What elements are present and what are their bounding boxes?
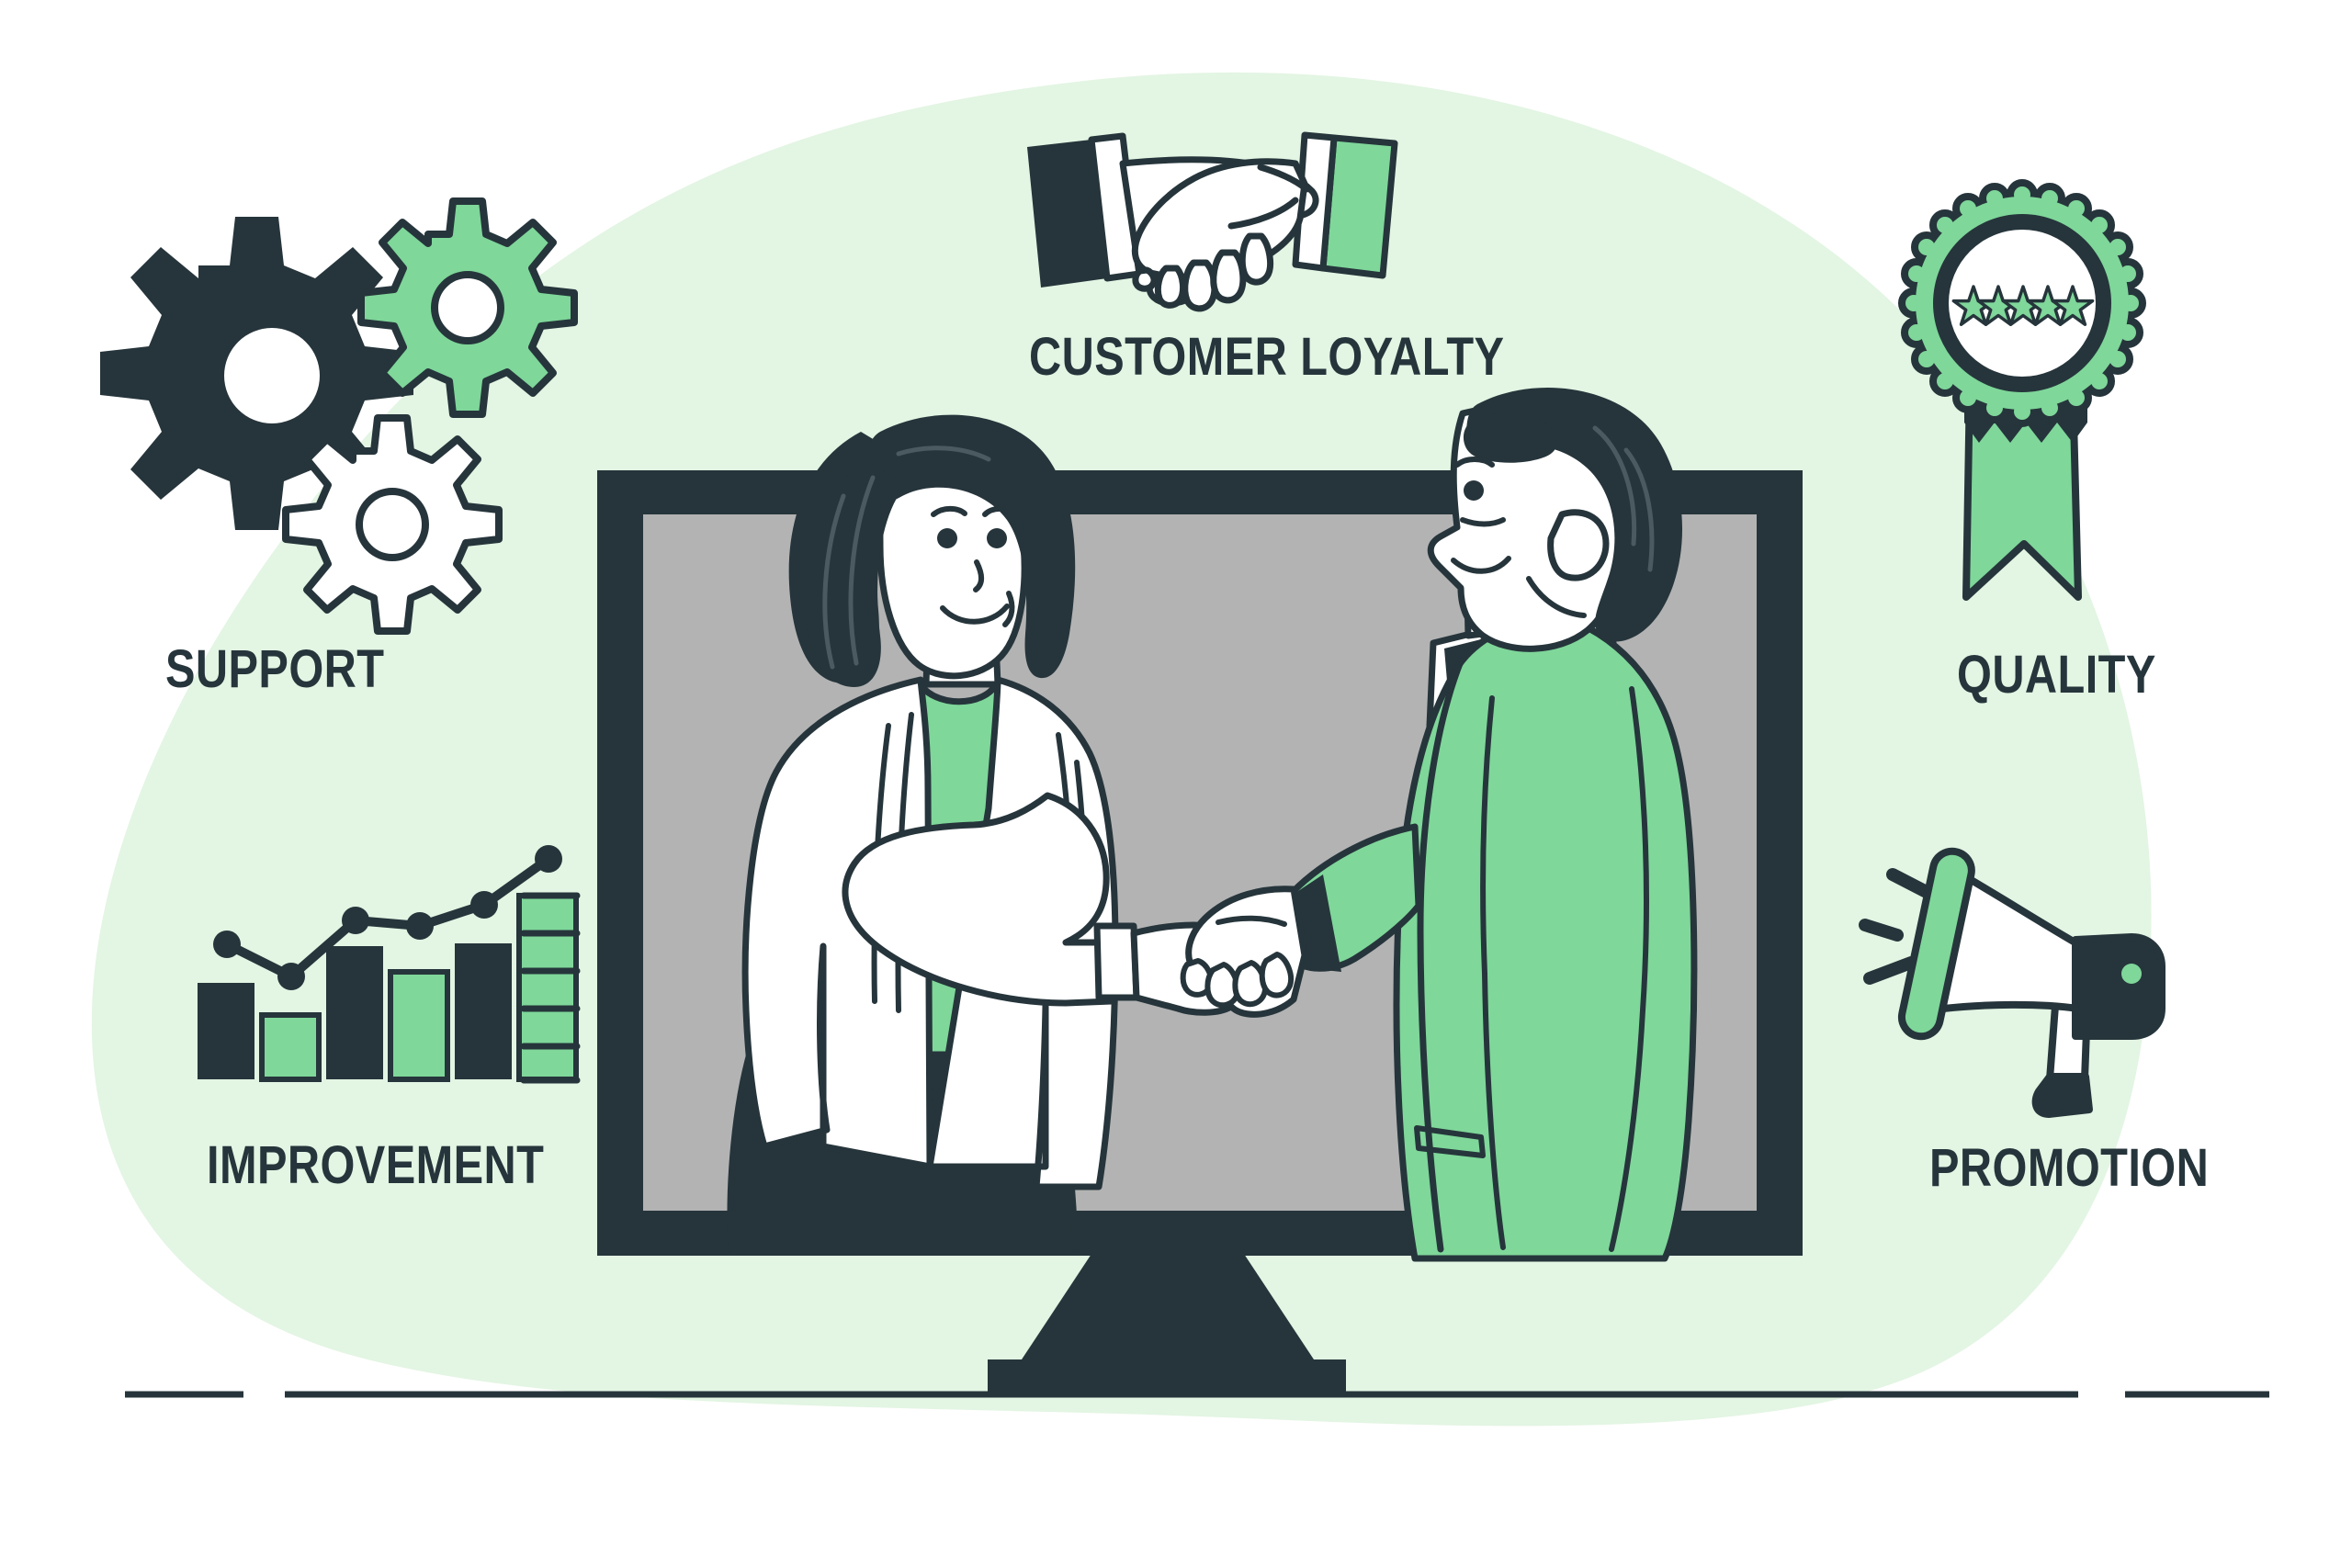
label-improvement: IMPROVEMENT	[207, 1135, 545, 1195]
monitor-base	[988, 1359, 1346, 1394]
rosette-star-5	[2051, 285, 2095, 326]
woman-chin-line	[1002, 591, 1015, 627]
chart-axis-ticks	[520, 892, 581, 1084]
label-customer-loyalty: CUSTOMER LOYALTY	[1029, 327, 1505, 387]
handshake-finger-5	[1238, 232, 1274, 286]
man-eye	[1464, 480, 1484, 501]
man-jacket-seam-2	[1482, 971, 1506, 1250]
chart-bar-4	[388, 969, 450, 1082]
monitor-stand	[1020, 1251, 1316, 1362]
gears-icon	[100, 197, 578, 635]
chart-point-4	[406, 912, 434, 940]
handshake-finger-4	[1210, 249, 1247, 304]
man-fingers	[1180, 952, 1294, 1009]
handshake-thumb-line	[1227, 197, 1299, 230]
woman-hair-left-sweep	[804, 459, 906, 687]
handshake-fingers	[1132, 232, 1274, 312]
chart-bar-6	[516, 893, 579, 1082]
award-rosette-icon	[1898, 179, 2146, 601]
chart-point-1	[213, 931, 241, 958]
woman-eye-right	[987, 528, 1007, 548]
label-quality: QUALITY	[1957, 645, 2156, 705]
man-finger-2	[1204, 962, 1240, 1009]
chart-point-6	[535, 845, 562, 873]
man-mouth	[1451, 556, 1511, 574]
man-jacket-pocket	[1414, 1125, 1486, 1158]
chart-bar-2	[259, 1012, 322, 1082]
woman-cuff	[1093, 922, 1140, 1001]
chart-bar-5	[455, 943, 512, 1079]
man-brow	[1454, 457, 1495, 468]
person-woman	[727, 414, 1272, 1253]
handshake-knuckle-line	[1257, 164, 1310, 193]
rosette-stars	[1951, 285, 2095, 326]
handshake-sleeve-left	[1027, 140, 1107, 288]
handshake-finger-3	[1182, 259, 1218, 312]
megaphone-sound-line-2	[1859, 919, 1904, 942]
megaphone-mouth-bar	[1897, 847, 1975, 1041]
person-man	[1180, 388, 1698, 1262]
woman-hair-strands	[822, 446, 991, 670]
man-hair-strands	[1592, 425, 1655, 572]
megaphone-sound-line-3	[1863, 956, 1917, 985]
woman-mouth	[940, 604, 1010, 625]
chart-point-2	[277, 963, 305, 990]
man-finger-4	[1259, 952, 1294, 998]
label-promotion: PROMOTION	[1929, 1138, 2210, 1198]
man-jaw-line	[1526, 576, 1587, 618]
man-jacket-lapel	[1417, 658, 1464, 1253]
woman-arm	[842, 792, 1115, 1007]
megaphone-body	[2072, 933, 2165, 1040]
handshake-finger-1	[1132, 266, 1158, 292]
chart-point-3	[342, 907, 369, 934]
man-jacket-seam-1	[1480, 695, 1495, 976]
megaphone-indicator-dot	[2121, 964, 2142, 984]
man-jacket	[1393, 610, 1698, 1262]
chart-trend-points	[213, 845, 562, 990]
gear-small-white-hub	[356, 488, 429, 561]
man-thumb-line	[1216, 915, 1287, 927]
woman-blazer	[741, 676, 933, 1170]
label-support: SUPPORT	[165, 639, 385, 699]
woman-nose	[973, 559, 985, 592]
chart-point-5	[470, 891, 498, 919]
woman-hair-front	[865, 414, 1076, 679]
man-ear	[1547, 509, 1610, 581]
handshake-icon	[1027, 131, 1398, 312]
megaphone-handle-foot	[2031, 1073, 2093, 1118]
chart-bar-1	[198, 983, 254, 1079]
chart-bar-3	[326, 946, 383, 1079]
woman-eye-left	[937, 528, 957, 548]
man-hairline	[1463, 412, 1557, 463]
man-cheek-line	[1460, 517, 1506, 527]
woman-brows	[931, 505, 1017, 517]
gear-large-dark-hub	[224, 328, 320, 423]
man-jacket-seam-3	[1609, 686, 1649, 1252]
megaphone-icon	[1859, 847, 2165, 1118]
handshake-finger-2	[1154, 265, 1187, 309]
gear-small-green-hub	[431, 271, 504, 344]
man-finger-1	[1180, 958, 1215, 998]
bar-chart-trend-icon	[198, 845, 581, 1084]
